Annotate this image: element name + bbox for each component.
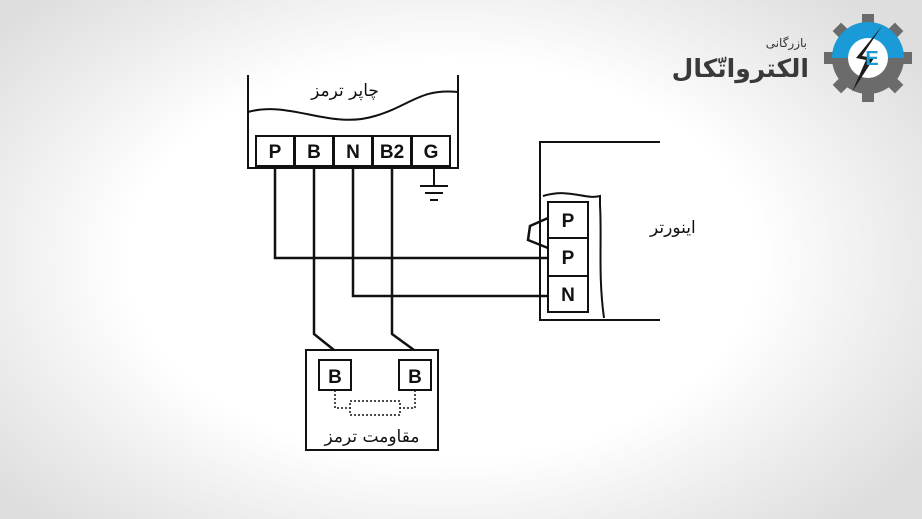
inverter-jumper <box>526 216 549 250</box>
resistor-element <box>334 390 416 416</box>
chopper-terminal-n: N <box>346 142 360 163</box>
resistor-terminal-1: B <box>328 367 342 388</box>
inverter-terminal-box-p2 <box>547 237 589 277</box>
logo-title: الکترواتّکال <box>671 54 809 83</box>
wires <box>273 166 548 360</box>
chopper-label: چاپر ترمز <box>310 81 379 101</box>
wire-b <box>312 166 336 360</box>
chopper-terminal-g: G <box>424 142 439 163</box>
inverter-terminal-box-n <box>547 275 589 313</box>
resistor-terminal-box-1 <box>318 359 352 391</box>
inverter-terminal-p1: P <box>562 211 575 232</box>
gear-lightning-icon: E <box>824 14 912 102</box>
ground-symbol <box>420 166 448 201</box>
brake-resistor: B B مقاومت ترمز <box>305 349 439 451</box>
inverter-terminal-n: N <box>561 285 575 306</box>
chopper-terminal-box-p <box>255 135 295 167</box>
inverter-terminal-p2: P <box>562 248 575 269</box>
chopper-terminal-b: B <box>307 142 321 163</box>
logo-icon-letter: E <box>865 48 878 70</box>
inverter-terminal-box-p1 <box>547 201 589 239</box>
wire-p <box>273 166 548 260</box>
inverter-label: اینورتر <box>649 218 696 238</box>
brake-chopper: چاپر ترمز P B N B2 G <box>247 75 459 169</box>
inverter: اینورتر P P N <box>526 141 696 321</box>
company-logo: بازرگانی الکترواتّکال <box>672 14 915 100</box>
resistor-label: مقاومت ترمز <box>324 427 420 447</box>
wire-n <box>351 166 548 298</box>
chopper-terminal-p: P <box>269 142 282 163</box>
logo-subtitle: بازرگانی <box>765 36 807 50</box>
chopper-terminal-box-g <box>411 135 451 167</box>
chopper-terminal-b2: B2 <box>380 142 404 163</box>
resistor-terminal-2: B <box>408 367 422 388</box>
chopper-terminal-box-b <box>294 135 334 167</box>
wire-b2 <box>390 166 416 360</box>
